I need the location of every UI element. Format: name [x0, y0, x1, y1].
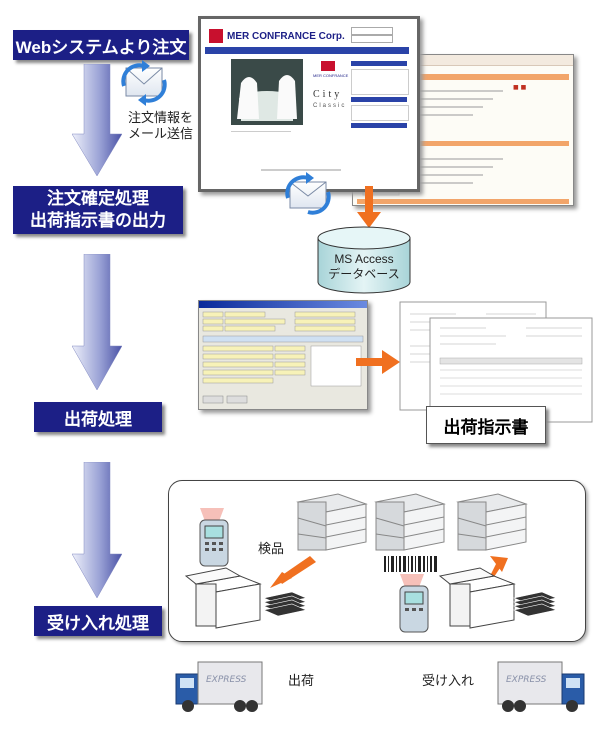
shelf-icon-3 [456, 493, 528, 551]
step-web-order-label: Webシステムより注文 [15, 37, 187, 57]
arrow-to-box [270, 556, 316, 588]
warehouse-illustration [184, 493, 557, 633]
arrow-to-documents [356, 350, 400, 374]
step-order-confirm: 注文確定処理 出荷指示書の出力 [13, 186, 183, 234]
truck-icon-shipping: EXPRESS [175, 661, 263, 712]
paper-stack-icon-1 [263, 591, 307, 617]
mail-note-line2: メール送信 [128, 126, 194, 141]
down-arrow-2 [72, 254, 122, 390]
shipping-documents [399, 301, 593, 423]
handheld-scanner-icon-2 [399, 574, 429, 633]
paper-stack-icon-2 [513, 591, 557, 617]
step-receiving: 受け入れ処理 [34, 606, 162, 636]
step-shipping: 出荷処理 [34, 402, 162, 432]
step-order-confirm-line2: 出荷指示書の出力 [30, 211, 166, 230]
down-arrow-3 [72, 462, 122, 598]
website-classic: Classic [313, 103, 347, 109]
truck-receiving-label: 受け入れ [422, 673, 475, 688]
shipping-doc-label-text: 出荷指示書 [443, 417, 529, 437]
database-label: MS Access データベース [316, 252, 412, 282]
box-icon-1 [184, 567, 262, 629]
email-icon [121, 60, 167, 106]
company-logo-icon [209, 29, 223, 43]
order-form-screenshot [198, 300, 368, 410]
truck-icon-receiving: EXPRESS [497, 661, 585, 712]
website-city: City [313, 89, 343, 100]
shelf-icon-1 [296, 493, 368, 551]
truck-shipping-label: 出荷 [288, 673, 315, 688]
barcode-icon [384, 556, 437, 572]
box-icon-2 [438, 567, 516, 629]
truck-receiving-side-text: EXPRESS [506, 675, 547, 685]
database-label-line2: データベース [328, 267, 400, 281]
mail-note: 注文情報を メール送信 [128, 110, 193, 142]
down-arrow-1 [72, 64, 122, 176]
shelf-icon-2 [374, 493, 446, 551]
website-screenshot: MER CONFRANCE Corp. MER CONFRANCE City C… [198, 16, 420, 192]
arrow-to-database [357, 186, 381, 228]
database-icon [317, 226, 411, 294]
email-send-icon [285, 172, 331, 215]
website-subcompany: MER CONFRANCE [313, 73, 349, 78]
step-web-order: Webシステムより注文 [13, 30, 189, 60]
step-shipping-label: 出荷処理 [64, 409, 132, 429]
mail-note-line1: 注文情報を [128, 110, 194, 125]
website-photo [231, 59, 303, 125]
shipping-doc-label: 出荷指示書 [426, 406, 546, 444]
step-receiving-label: 受け入れ処理 [47, 613, 149, 633]
website-company-name: MER CONFRANCE Corp. [227, 31, 345, 42]
step-order-confirm-line1: 注文確定処理 [47, 189, 149, 208]
inspection-label: 検品 [258, 541, 285, 556]
handheld-scanner-icon [199, 508, 229, 567]
svg-text:■ ■: ■ ■ [513, 84, 527, 91]
truck-shipping-side-text: EXPRESS [206, 675, 247, 685]
database-label-line1: MS Access [334, 252, 394, 266]
